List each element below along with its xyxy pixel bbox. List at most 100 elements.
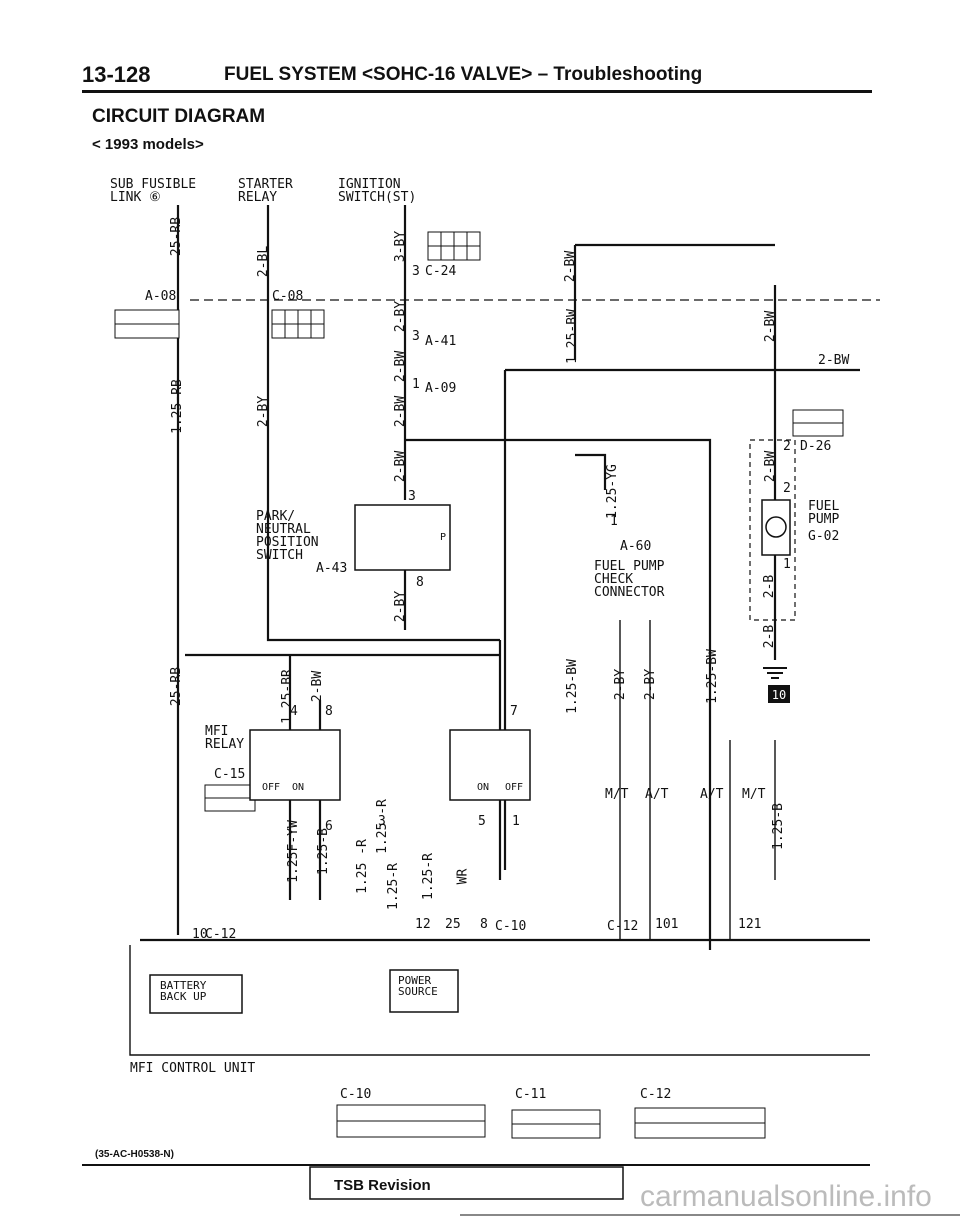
pin-1-pump: 1 (783, 557, 791, 572)
conn-a08: A-08 (145, 289, 177, 304)
header-rule (82, 90, 872, 93)
pin-1-relay: 1 (512, 814, 520, 829)
park-neutral-label: PARK/ NEUTRAL POSITION SWITCH (256, 509, 319, 563)
pin-8-relay: 8 (325, 704, 333, 719)
park-neutral-switch-box (354, 504, 451, 571)
pin-10-ecu: 10 (192, 927, 208, 942)
pin-8-pn: 8 (416, 575, 424, 590)
conn-c11: C-11 (515, 1087, 547, 1102)
wire-label-125fyw: 1.25F-YW (285, 820, 301, 883)
pin-121-ecu: 121 (738, 917, 762, 932)
connector-c10-diagram (336, 1104, 486, 1138)
relay2-off-label: OFF (505, 782, 524, 793)
wire-label-125r-d: 1.25-R (420, 853, 436, 900)
wire-label-2bw-c: 2-BW (393, 450, 409, 483)
relay-off-label: OFF (262, 782, 281, 793)
pin-3-a41: 3 (412, 329, 420, 344)
park-neutral-conn: A-43 (316, 561, 348, 576)
conn-c08: C-08 (272, 289, 304, 304)
pin-8-ecu: 8 (480, 917, 488, 932)
wire-label-2bw-g: 2-BW (763, 450, 779, 483)
ground-ref-text: 10 (772, 688, 786, 702)
wire-label-125b-2: 1.25-B (770, 803, 786, 850)
ecu-boundary (129, 945, 870, 1056)
wire-label-25rb-2: 25-RB (169, 666, 185, 707)
pin-2-pump: 2 (783, 481, 791, 496)
wire-label-125r-c: 1.25-R (385, 863, 401, 910)
power-source-box (389, 969, 459, 1013)
pin-1-check: 1 (610, 514, 618, 529)
wire-label-125bw-b: 1.25-BW (704, 649, 720, 704)
wire-label-2b-b: 2-B (762, 624, 778, 649)
wire-label-2by-b: 2-BY (393, 300, 409, 333)
wire-ig-bus (405, 438, 712, 950)
wire-check-conn (575, 453, 607, 490)
connector-a08 (114, 309, 180, 339)
check-connector-label: FUEL PUMP CHECK CONNECTOR (594, 559, 665, 600)
ground-symbol (763, 667, 787, 679)
relay2-on-label: ON (477, 782, 490, 793)
conn-c10: C-10 (340, 1087, 372, 1102)
wire-label-125rb: 1.25-RB (169, 379, 185, 434)
conn-a09: A-09 (425, 381, 457, 396)
wire-label-2bw-f: 2-BW (818, 353, 850, 368)
pin-101-ecu: 101 (655, 917, 679, 932)
conn-a41: A-41 (425, 334, 457, 349)
tsb-box (309, 1166, 624, 1200)
conn-d26: D-26 (800, 439, 832, 454)
pin-25-ecu: 25 (445, 917, 461, 932)
mt-label-2: M/T (742, 787, 766, 802)
connector-c12-diagram (634, 1107, 766, 1139)
at-label-2: A/T (700, 787, 724, 802)
ignition-switch-label: IGNITION SWITCH(ST) (338, 177, 417, 205)
pin-12-ecu: 12 (415, 917, 431, 932)
wire-label-2bw-a: 2-BW (393, 350, 409, 383)
fuel-pump-label: FUEL PUMP (808, 499, 840, 527)
relay-on-label: ON (292, 782, 305, 793)
pin-3-relay: 3 (378, 814, 386, 829)
mfi-relay-label: MFI RELAY (205, 724, 245, 752)
sub-fusible-link-label: SUB FUSIBLE LINK ⑥ (110, 177, 197, 205)
watermark: carmanualsonline.info (640, 1180, 932, 1213)
mfi-relay-conn: C-15 (214, 767, 246, 782)
wire-label-3by: 3-BY (393, 230, 409, 263)
model-note: < 1993 models> (92, 136, 204, 153)
power-source-label: POWER SOURCE (398, 974, 438, 998)
wire-label-wr: WR (455, 868, 471, 885)
mfi-relay-box (249, 729, 341, 801)
pin-3-c24: 3 (412, 264, 420, 279)
connector-c11-diagram (511, 1109, 601, 1139)
ground-ref-badge (768, 685, 790, 703)
wire-label-125bw-a: 1.25-BW (564, 309, 580, 364)
wire-label-2b: 2-B (762, 574, 778, 599)
fuel-pump-motor (761, 499, 791, 556)
wire-label-2bw-e: 2-BW (763, 310, 779, 343)
wire-label-125yg: 1.25-YG (604, 464, 620, 519)
wire-label-2bw-b: 2-BW (393, 395, 409, 428)
wire-starter-relay (266, 205, 500, 642)
pin-6-relay: 6 (325, 819, 333, 834)
pin-7-relay: 7 (510, 704, 518, 719)
part-reference: (35-AC-H0538-N) (95, 1149, 174, 1160)
page-title: FUEL SYSTEM <SOHC-16 VALVE> – Troublesho… (224, 64, 703, 85)
starter-relay-label: STARTER RELAY (238, 177, 293, 205)
pin-2-d26: 2 (783, 439, 791, 454)
wire-label-2by-c: 2-BY (393, 590, 409, 623)
connector-c24 (427, 231, 481, 261)
wire-label-25rb: 25-RB (169, 216, 185, 257)
conn-c12-pin: C-12 (205, 927, 237, 942)
pin-3-pn: 3 (408, 489, 416, 504)
conn-c24: C-24 (425, 264, 457, 279)
page-number: 13-128 (82, 62, 151, 87)
battery-backup-label: BATTERY BACK UP (160, 979, 207, 1003)
connector-c15 (204, 784, 256, 812)
pin-4-relay: 4 (290, 704, 298, 719)
fuel-pump-dashed-box (749, 439, 796, 621)
tsb-revision: TSB Revision (334, 1177, 431, 1194)
wire-label-2bl: 2-BL (256, 245, 272, 278)
conn-c12: C-12 (640, 1087, 672, 1102)
mt-label-1: M/T (605, 787, 629, 802)
connector-c08 (271, 309, 325, 339)
pn-p-label: P (440, 532, 447, 543)
